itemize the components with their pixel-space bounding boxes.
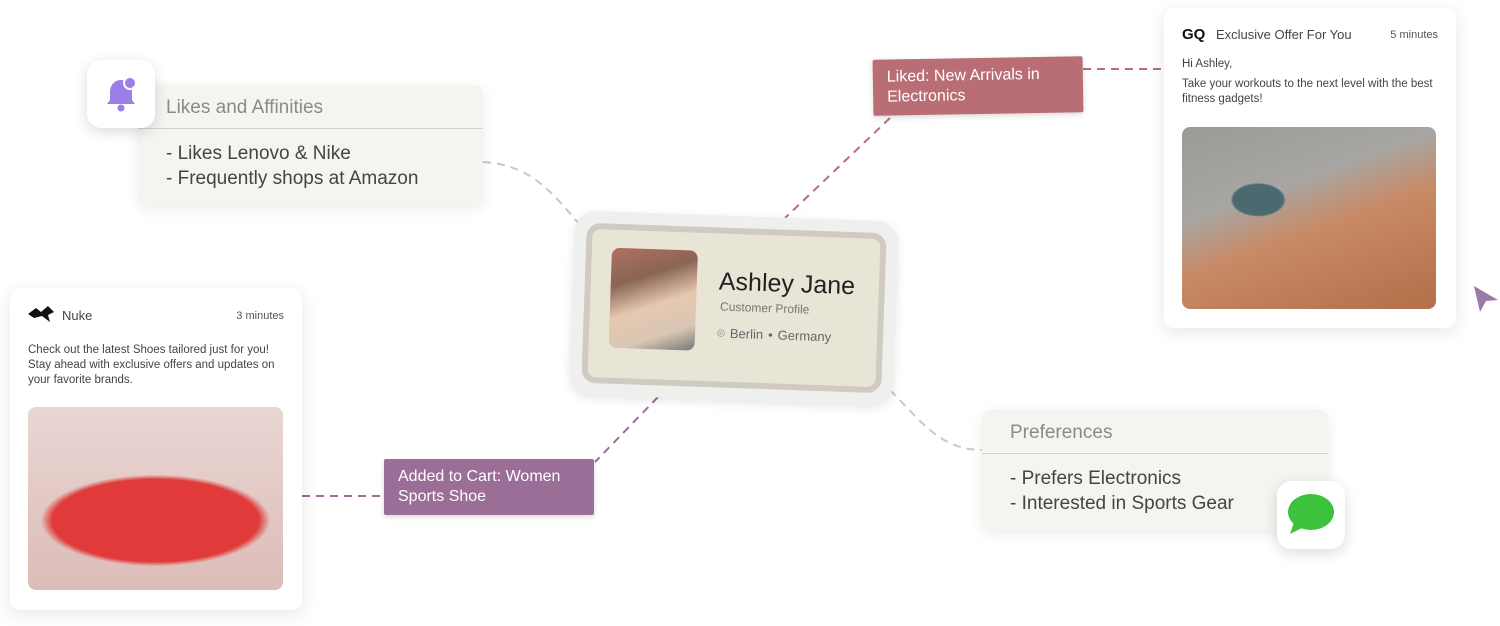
message-icon (1277, 481, 1345, 549)
notification-title: Exclusive Offer For You (1216, 27, 1352, 42)
notification-body: Check out the latest Shoes tailored just… (28, 344, 275, 386)
location-pin-icon: ⌾ (716, 325, 726, 341)
likes-card: Likes and Affinities - Likes Lenovo & Ni… (138, 85, 483, 205)
preferences-item: - Prefers Electronics (1010, 468, 1182, 489)
profile-location: ⌾Berlin•Germany (716, 325, 832, 345)
likes-item: - Frequently shops at Amazon (166, 168, 419, 189)
gq-logo: GQ (1182, 26, 1206, 43)
bell-icon (87, 60, 155, 128)
profile-card[interactable]: Ashley Jane Customer Profile ⌾Berlin•Ger… (568, 210, 900, 406)
avatar (608, 247, 698, 351)
cart-tag: Added to Cart: Women Sports Shoe (384, 459, 594, 515)
notification-time: 5 minutes (1390, 28, 1438, 41)
liked-tag: Liked: New Arrivals in Electronics (872, 56, 1084, 116)
preferences-card: Preferences - Prefers Electronics - Inter… (982, 410, 1328, 530)
notification-title: Nuke (62, 308, 93, 323)
nuke-logo (28, 306, 62, 325)
notification-time: 3 minutes (236, 309, 284, 322)
smartwatch-image (1182, 127, 1436, 309)
greeting: Hi Ashley, (1182, 58, 1233, 70)
preferences-item: - Interested in Sports Gear (1010, 493, 1234, 514)
shoe-image (28, 407, 283, 590)
nuke-notification[interactable]: Nuke 3 minutes Check out the latest Shoes… (10, 288, 302, 610)
preferences-title: Preferences (982, 410, 1328, 454)
notification-body: Take your workouts to the next level wit… (1182, 78, 1433, 105)
likes-title: Likes and Affinities (138, 85, 483, 129)
likes-item: - Likes Lenovo & Nike (166, 143, 351, 164)
gq-notification[interactable]: GQ Exclusive Offer For You 5 minutes Hi As… (1164, 8, 1456, 328)
profile-name: Ashley Jane (718, 267, 856, 301)
profile-role: Customer Profile (719, 299, 810, 317)
cursor-icon (1474, 286, 1498, 312)
